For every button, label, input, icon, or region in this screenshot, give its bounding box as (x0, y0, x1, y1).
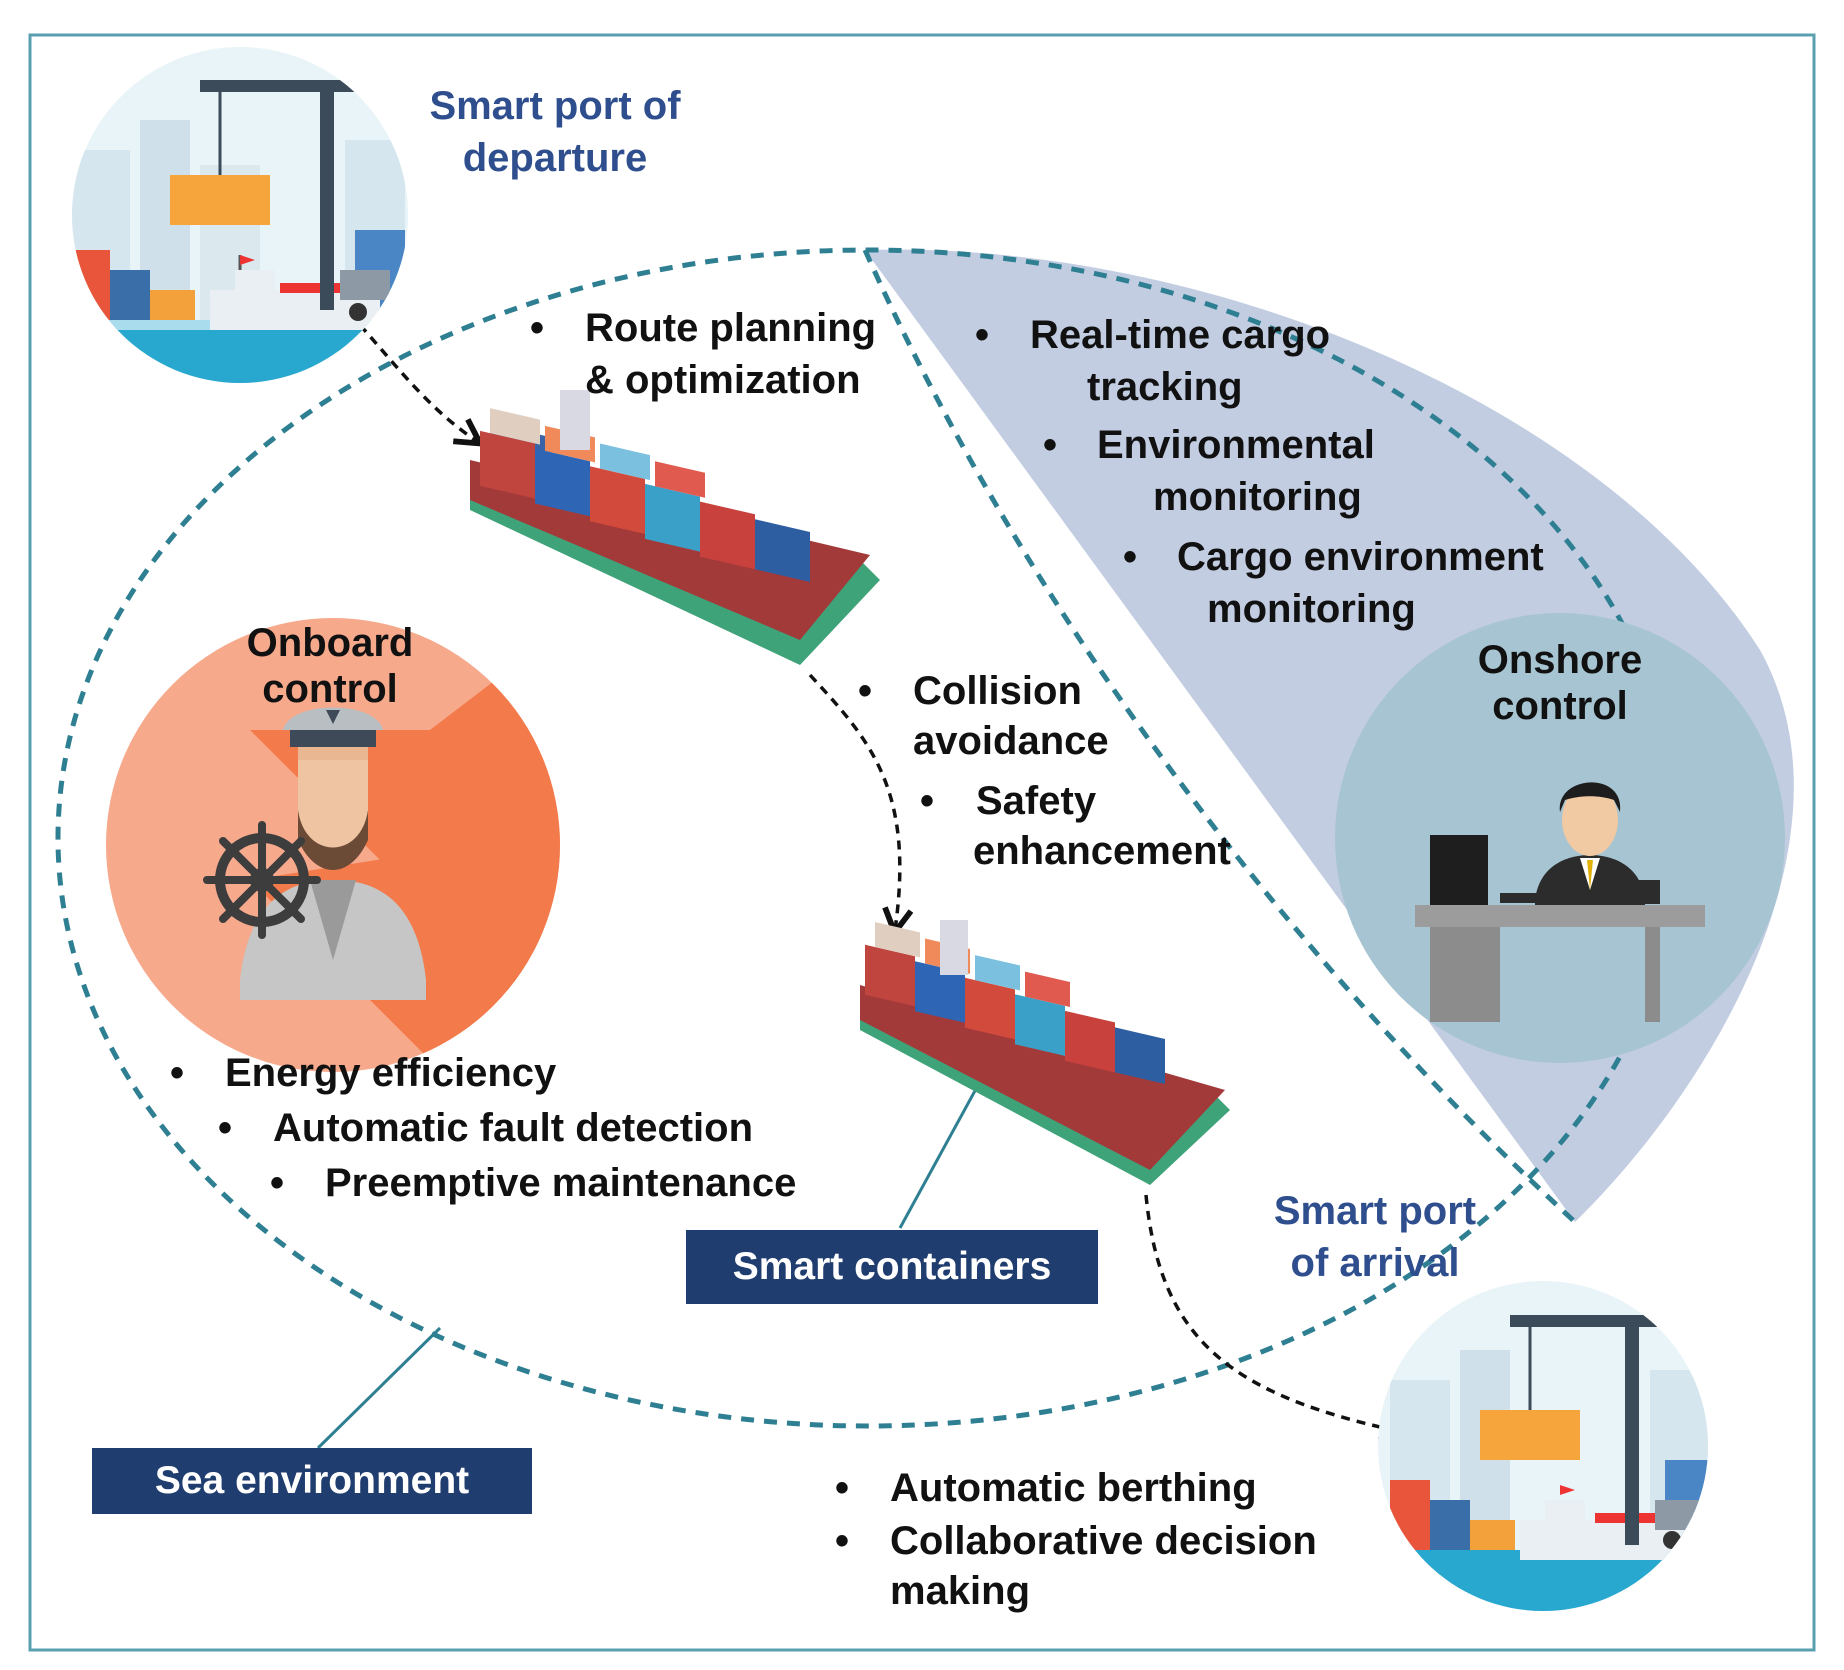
berthing-bullet-1: Automatic berthing (890, 1466, 1257, 1510)
office-worker-icon (1535, 782, 1645, 905)
berthing-bullet-2-line-1: Collaborative decision (890, 1519, 1317, 1563)
bullet-dot: • (975, 313, 990, 357)
collision-bullet-2-line-1: Safety (976, 779, 1097, 823)
bullet-dot: • (270, 1161, 285, 1205)
arrival-title-line-1: Smart port (1273, 1189, 1477, 1233)
departure-title-line-2: departure (462, 136, 648, 180)
bullet-dot: • (920, 779, 935, 823)
collision-bullet-1-line-2: avoidance (913, 719, 1109, 763)
bullet-dot: • (835, 1519, 850, 1563)
onshore-bullet-3-line-2: monitoring (1207, 587, 1416, 631)
bullet-dot: • (530, 306, 545, 350)
sea-environment-label: Sea environment (92, 1448, 532, 1514)
route-arrow-2 (808, 673, 900, 930)
arrival-port-title: Smart port of arrival (1225, 1185, 1525, 1289)
onshore-bullet-1-line-2: tracking (1087, 365, 1243, 409)
bullet-dot: • (1123, 535, 1138, 579)
bullet-dot: • (1043, 423, 1058, 467)
route-arrow-3 (1144, 1194, 1402, 1432)
desk-icon (1415, 880, 1705, 1022)
route-bullet-line-2: & optimization (585, 358, 861, 402)
energy-bullet-3: Preemptive maintenance (325, 1161, 797, 1205)
sea-environment-leader (316, 1326, 442, 1450)
collision-bullet-2-line-2: enhancement (973, 829, 1231, 873)
departure-port-title: Smart port of departure (395, 80, 715, 184)
energy-bullet-2: Automatic fault detection (273, 1106, 754, 1150)
bullet-dot: • (170, 1051, 185, 1095)
onshore-bullet-2-line-1: Environmental (1097, 423, 1375, 467)
arrival-title-line-2: of arrival (1290, 1241, 1460, 1285)
port-crane-icon (1378, 1281, 1708, 1611)
container-ship-icon (470, 390, 880, 665)
berthing-bullet-2-line-2: making (890, 1569, 1031, 1613)
collision-bullet-1-line-1: Collision (913, 669, 1082, 713)
bullet-dot: • (858, 669, 873, 713)
route-bullet-line-1: Route planning (585, 306, 877, 350)
onshore-title-line-1: Onshore (1477, 638, 1643, 682)
onshore-bullet-2-line-2: monitoring (1153, 475, 1362, 519)
port-crane-icon (72, 47, 408, 383)
onboard-title-line-1: Onboard (246, 621, 414, 665)
captain-icon (106, 618, 560, 1072)
onboard-title-line-2: control (262, 667, 398, 711)
bullet-dot: • (218, 1106, 233, 1150)
onshore-bullet-1-line-1: Real-time cargo (1030, 313, 1331, 357)
departure-title-line-1: Smart port of (429, 84, 681, 128)
onshore-boundary-line (862, 248, 1577, 1224)
onshore-bullet-3-line-1: Cargo environment (1177, 535, 1544, 579)
onboard-control-title: Onboard control (200, 620, 460, 712)
ship-wheel-icon (203, 821, 321, 939)
outer-frame (28, 33, 1816, 1652)
onshore-control-title: Onshore control (1430, 637, 1690, 729)
route-arrow-1 (358, 323, 478, 442)
energy-bullet-1: Energy efficiency (225, 1051, 557, 1095)
bullet-dot: • (835, 1466, 850, 1510)
container-ship-icon (860, 920, 1230, 1185)
smart-containers-label: Smart containers (686, 1230, 1098, 1304)
onshore-title-line-2: control (1492, 684, 1628, 728)
